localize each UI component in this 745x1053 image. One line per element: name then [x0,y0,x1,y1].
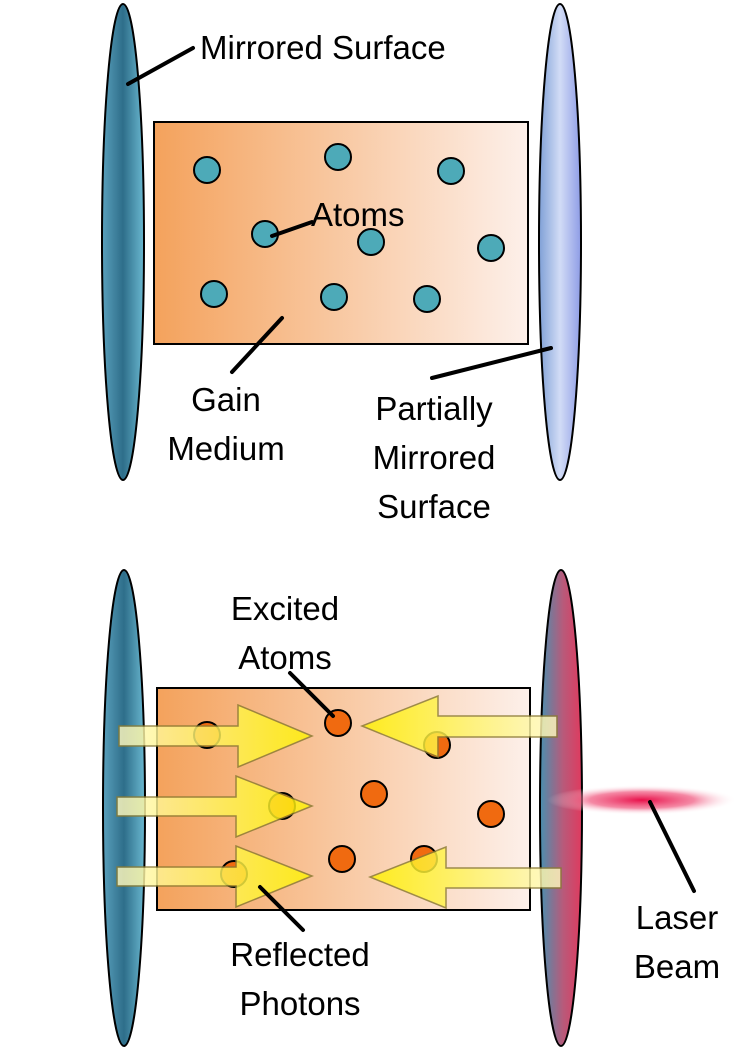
mirrored-surface-label: Mirrored Surface [200,29,446,66]
atom [437,157,465,185]
laser-beam-label-line1: Laser [636,899,719,936]
atom [324,143,352,171]
bottom-panel: Excited Atoms Reflected Photons Laser Be… [102,569,737,1047]
excited-atoms-leader [288,671,335,718]
laser-beam [547,785,737,815]
excited-atom [477,800,505,828]
partial-mirror-label-line3: Surface [377,488,491,525]
photon-arrow-right [118,703,314,769]
atoms-group [193,143,505,313]
excited-atoms-label-line1: Excited [231,590,339,627]
atoms-label: Atoms [311,196,405,233]
gain-medium-leader [230,316,284,374]
excited-atoms-label-line2: Atoms [238,639,332,676]
photon-arrow-left [359,694,558,759]
photon-arrows [116,694,562,910]
atom [193,156,221,184]
reflected-photons-leader [258,885,305,932]
gain-medium-label-line1: Gain [191,381,261,418]
laser-beam-label-line2: Beam [634,948,720,985]
atoms-leader [270,220,314,238]
laser-beam-leader [648,800,696,893]
atom [200,280,228,308]
reflected-photons-label-line2: Photons [239,985,360,1022]
gain-medium-label-line2: Medium [167,430,284,467]
atom [357,228,385,256]
excited-atom [360,780,388,808]
mirrored-surface [101,3,145,481]
partially-mirrored-surface [538,3,582,481]
partial-mirror-leader [430,346,553,380]
photon-arrow-left [367,845,562,910]
mirrored-surface-leader [126,46,195,86]
atom [413,285,441,313]
atom [320,283,348,311]
reflected-photons-label-line1: Reflected [230,936,369,973]
excited-atom [328,845,356,873]
partial-mirror-label-line2: Mirrored [373,439,496,476]
top-panel: Mirrored Surface Atoms Gain Medium Parti… [101,3,582,525]
partial-mirror-label-line1: Partially [375,390,493,427]
atom [477,234,505,262]
photon-arrow-right [116,774,315,839]
